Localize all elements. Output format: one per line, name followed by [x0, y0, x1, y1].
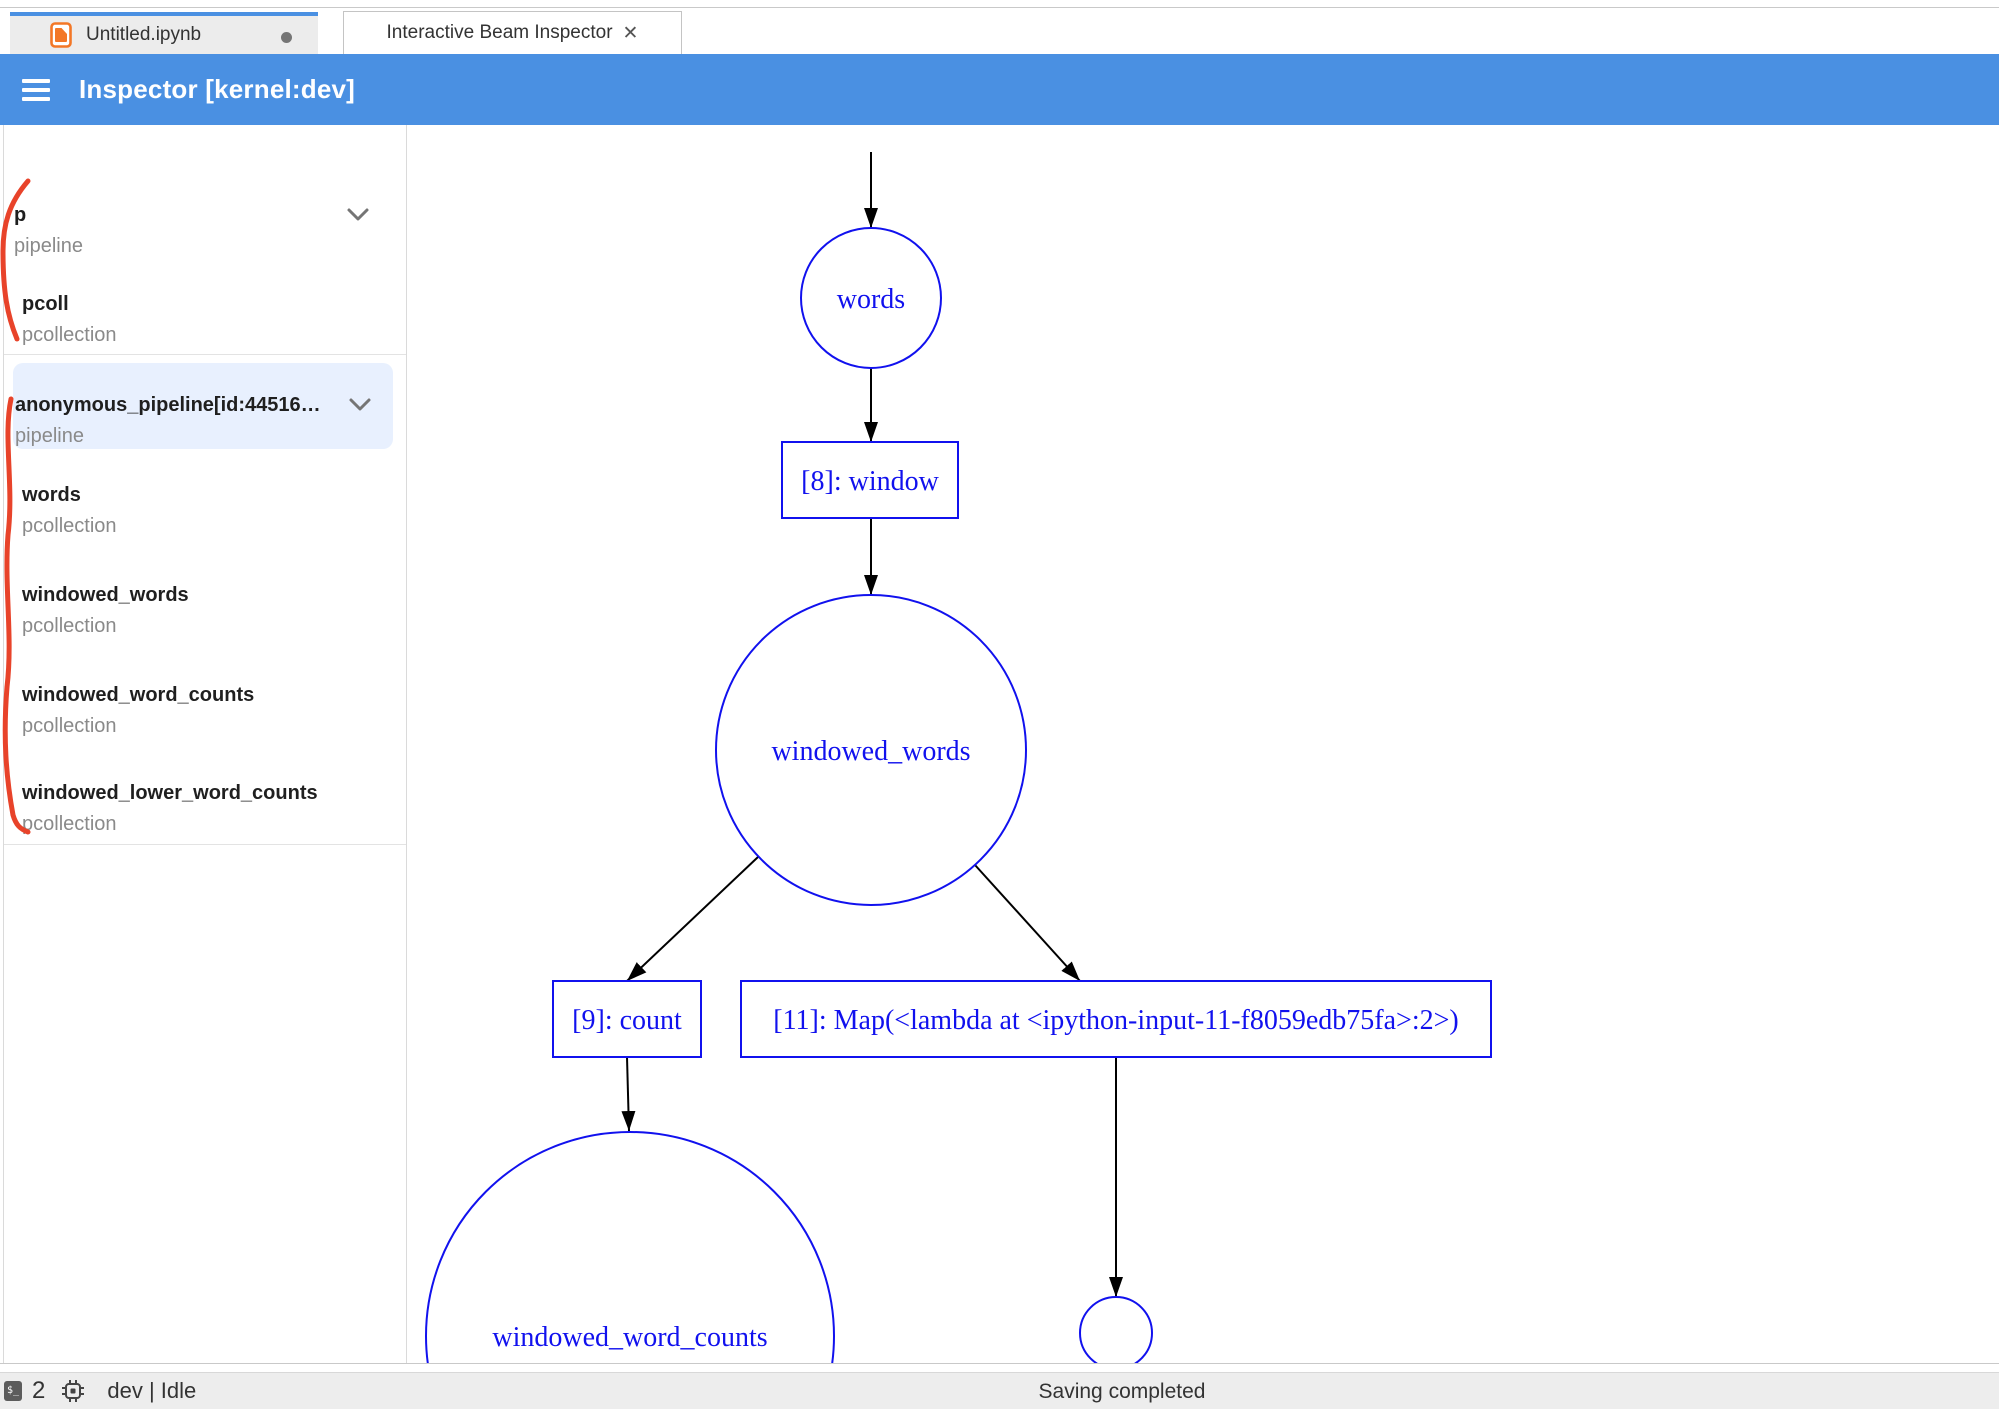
edge-windowed-words-to-map [974, 864, 1081, 982]
selected-row-highlight [13, 363, 393, 449]
terminal-count: 2 [32, 1377, 46, 1404]
pcollection-type: pcollection [22, 813, 117, 835]
pcollection-name: windowed_words [22, 584, 189, 606]
status-bar: $_ 2 dev | Idle Saving completed [0, 1372, 1999, 1409]
graph-node-windowed-lower-word-counts[interactable] [1079, 1296, 1153, 1363]
sidebar-item-pipeline-p[interactable]: p pipeline [14, 200, 83, 262]
close-icon[interactable]: ✕ [622, 22, 639, 44]
sidebar-item-windowed-lower-word-counts[interactable]: windowed_lower_word_counts pcollection [22, 778, 318, 840]
pipeline-type: pipeline [15, 425, 84, 447]
kernel-status[interactable]: dev | Idle [107, 1378, 197, 1403]
kernel-chip-icon[interactable] [61, 1379, 85, 1403]
pcollection-type: pcollection [22, 324, 117, 346]
graph-node-words[interactable]: words [800, 227, 942, 369]
notebook-icon [50, 22, 72, 48]
node-label: windowed_word_counts [492, 1322, 767, 1353]
node-label: [11]: Map(<lambda at <ipython-input-11-f… [773, 1005, 1458, 1036]
sidebar-right-border [406, 125, 407, 1363]
node-label: windowed_words [771, 736, 970, 767]
pipeline-graph: words [8]: window windowed_words [9]: co… [425, 152, 1492, 1363]
pipeline-name: anonymous_pipeline[id:44516… [15, 394, 321, 416]
pipeline-name: p [14, 204, 27, 226]
pipeline-type: pipeline [14, 235, 83, 257]
tab-label: Untitled.ipynb [86, 24, 202, 45]
node-label: words [837, 284, 905, 315]
terminal-icon-glyph: $_ [6, 1385, 20, 1396]
chevron-down-icon[interactable] [348, 397, 372, 412]
tab-label: Interactive Beam Inspector [386, 22, 613, 43]
graph-node-window[interactable]: [8]: window [781, 441, 959, 519]
status-message: Saving completed [1038, 1379, 1206, 1403]
hamburger-icon[interactable] [22, 78, 50, 101]
node-label: [9]: count [572, 1005, 682, 1036]
terminal-icon[interactable]: $_ [4, 1381, 22, 1401]
graph-node-windowed-words[interactable]: windowed_words [715, 594, 1027, 906]
page-title: Inspector [kernel:dev] [79, 74, 356, 104]
sidebar-panel-bottom [4, 844, 406, 845]
pcollection-name: pcoll [22, 293, 69, 315]
tab-untitled-notebook[interactable]: Untitled.ipynb [10, 12, 318, 54]
pcollection-type: pcollection [22, 515, 117, 537]
content-bottom-border [0, 1363, 1999, 1364]
graph-node-windowed-word-counts[interactable]: windowed_word_counts [425, 1131, 835, 1363]
sidebar-item-windowed-words[interactable]: windowed_words pcollection [22, 580, 189, 642]
edge-windowed-words-to-count [626, 856, 759, 982]
pcollection-name: windowed_lower_word_counts [22, 782, 318, 804]
pcollection-type: pcollection [22, 715, 117, 737]
sidebar-section-divider [4, 354, 406, 355]
graph-node-count[interactable]: [9]: count [552, 980, 702, 1058]
inspector-header: Inspector [kernel:dev] [0, 54, 1999, 125]
tabbar-topline [0, 7, 1999, 8]
edge-count-to-windowed-word-counts [621, 1056, 636, 1132]
sidebar-left-border [3, 125, 4, 1363]
pcollection-name: windowed_word_counts [22, 684, 255, 706]
pcollection-type: pcollection [22, 615, 117, 637]
tab-interactive-beam-inspector[interactable]: Interactive Beam Inspector ✕ [343, 11, 682, 54]
graph-node-map-lambda[interactable]: [11]: Map(<lambda at <ipython-input-11-f… [740, 980, 1492, 1058]
sidebar-item-anonymous-pipeline[interactable]: anonymous_pipeline[id:44516… pipeline [15, 390, 321, 452]
sidebar-item-pcoll[interactable]: pcoll pcollection [22, 289, 117, 351]
sidebar-item-windowed-word-counts[interactable]: windowed_word_counts pcollection [22, 680, 254, 742]
unsaved-dot [281, 32, 292, 43]
node-label: [8]: window [801, 466, 939, 497]
sidebar-item-words[interactable]: words pcollection [22, 480, 117, 542]
pcollection-name: words [22, 484, 81, 506]
chevron-down-icon[interactable] [346, 207, 370, 222]
